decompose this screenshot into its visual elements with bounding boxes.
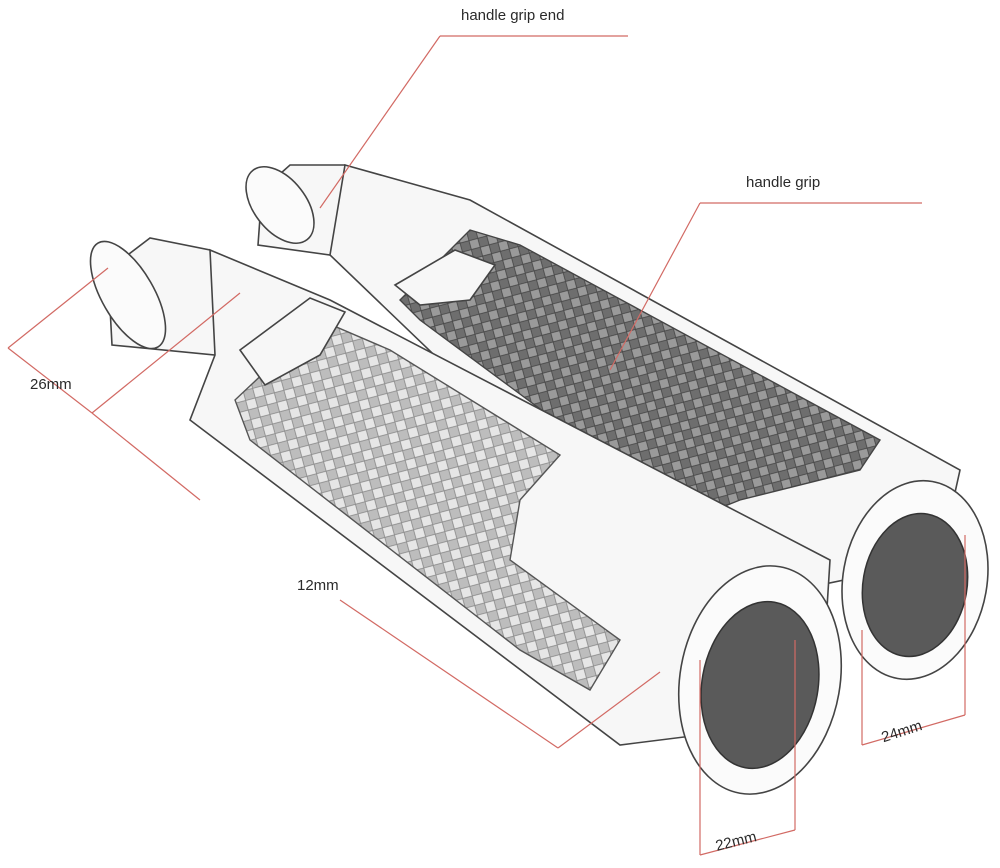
dim-26-line-b: [91, 292, 241, 414]
front-grip-knurl: [234, 319, 621, 691]
label-outer-diameter: 26mm: [30, 376, 72, 393]
dim-24-line-bottom: [861, 714, 966, 746]
dim-22-line-bottom: [699, 829, 796, 856]
label-inner-diameter-right: 24mm: [879, 717, 924, 746]
dim-26-line-c: [7, 347, 93, 414]
front-grip-collar: [238, 297, 347, 387]
label-handle-grip: handle grip: [746, 174, 820, 191]
back-handle-grip: [245, 163, 989, 681]
back-grip-knurl: [399, 229, 882, 521]
dim-12-line-b: [339, 599, 559, 749]
back-grip-bore: [861, 512, 969, 658]
dim-26-line-a: [7, 267, 109, 349]
label-length: 12mm: [297, 577, 339, 594]
label-handle-grip-end: handle grip end: [461, 7, 564, 24]
front-grip-bore: [700, 600, 820, 770]
front-grip-end-rim: [89, 240, 167, 350]
grip-end-leader: [319, 35, 441, 209]
dim-12-line-c: [557, 671, 661, 749]
back-grip-collar: [393, 249, 497, 306]
back-grip-end-rim: [245, 166, 315, 244]
grip-leader: [609, 202, 701, 371]
front-handle-grip: [89, 237, 843, 795]
dimension-lines: [7, 35, 966, 856]
label-inner-diameter-left: 22mm: [714, 828, 759, 855]
dim-12-line-a: [91, 412, 201, 501]
